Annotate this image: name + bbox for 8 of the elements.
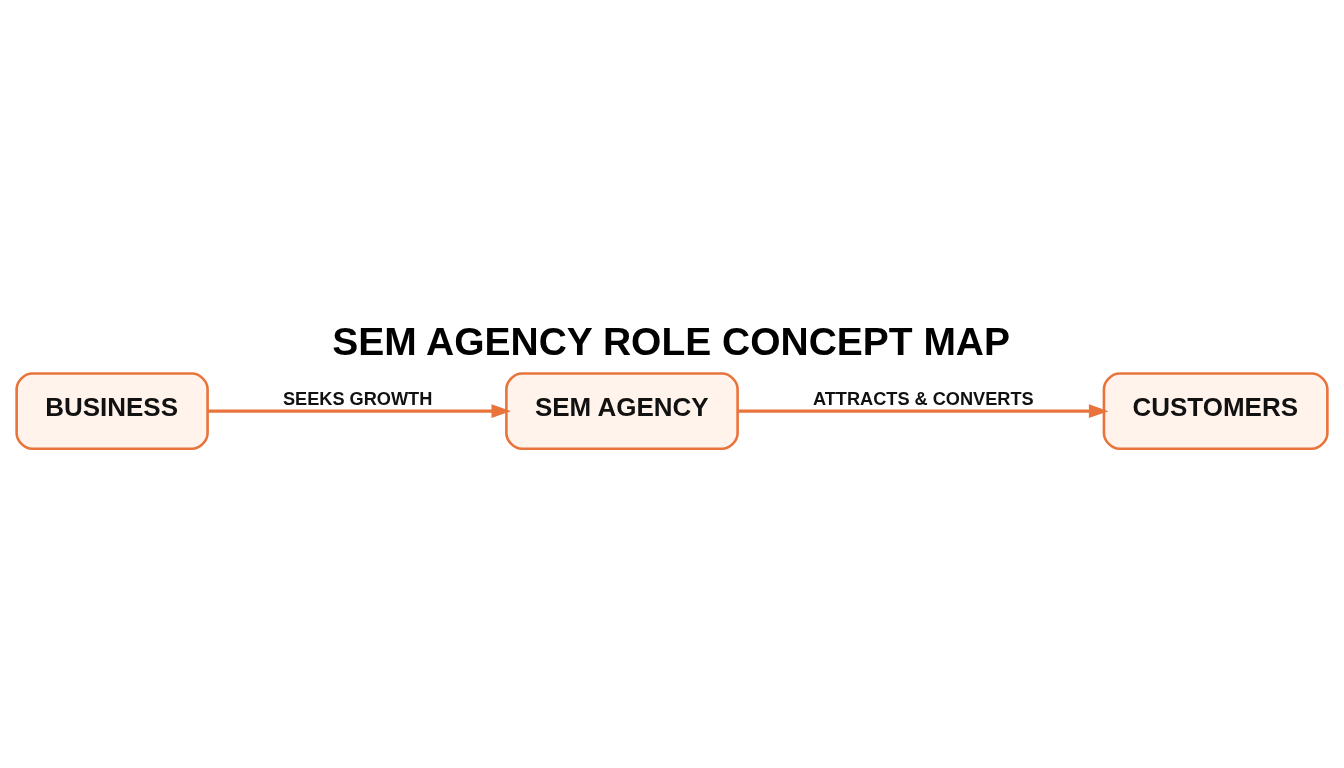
edge-label: SEEKS GROWTH: [282, 388, 433, 409]
diagram-title: SEM AGENCY ROLE CONCEPT MAP: [332, 319, 1010, 363]
node-box: CUSTOMERS: [1102, 371, 1329, 450]
arrow: [207, 403, 511, 418]
node-box: SEM AGENCY: [505, 371, 739, 450]
arrow: [737, 403, 1109, 418]
node-box: BUSINESS: [15, 371, 209, 450]
edge-label: ATTRACTS & CONVERTS: [812, 388, 1034, 409]
